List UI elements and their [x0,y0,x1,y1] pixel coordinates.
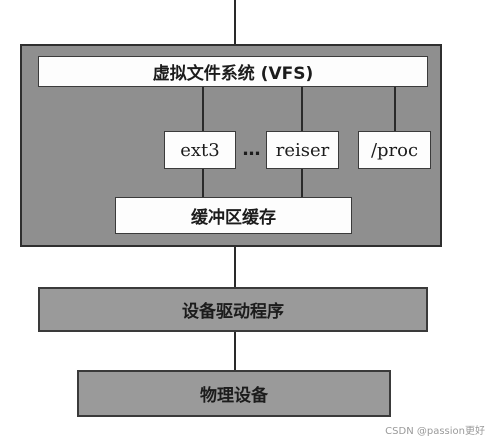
device-driver-label: 设备驱动程序 [182,302,284,322]
proc-label: /proc [370,139,419,161]
physical-device-box: 物理设备 [77,370,391,417]
buffer-cache-box: 缓冲区缓存 [115,197,352,234]
connector-ext3-to-cache-inner [202,168,204,197]
device-driver-box: 设备驱动程序 [38,287,428,332]
connector-vfs-to-ext3-inner [202,86,204,131]
ellipsis-label: … [242,138,261,160]
ext3-label: ext3 [180,139,220,161]
connector-vfs-to-reiser-inner [301,86,303,131]
proc-box: /proc [358,131,431,169]
buffer-cache-label: 缓冲区缓存 [191,208,276,228]
reiser-box: reiser [266,131,339,169]
connector-reiser-to-cache-inner [301,168,303,197]
connector-driver-to-device [234,331,236,370]
connector-top-to-vfs [234,0,236,56]
reiser-label: reiser [275,139,330,161]
ext3-box: ext3 [164,131,236,169]
physical-device-label: 物理设备 [200,386,268,406]
connector-panel-to-driver [234,247,236,287]
csdn-watermark: CSDN @passion更好 [385,426,485,437]
ellipsis: … [239,136,264,162]
connector-vfs-to-proc-inner [394,86,396,131]
vfs-label: 虚拟文件系统 (VFS) [152,64,314,84]
vfs-box: 虚拟文件系统 (VFS) [38,56,428,87]
